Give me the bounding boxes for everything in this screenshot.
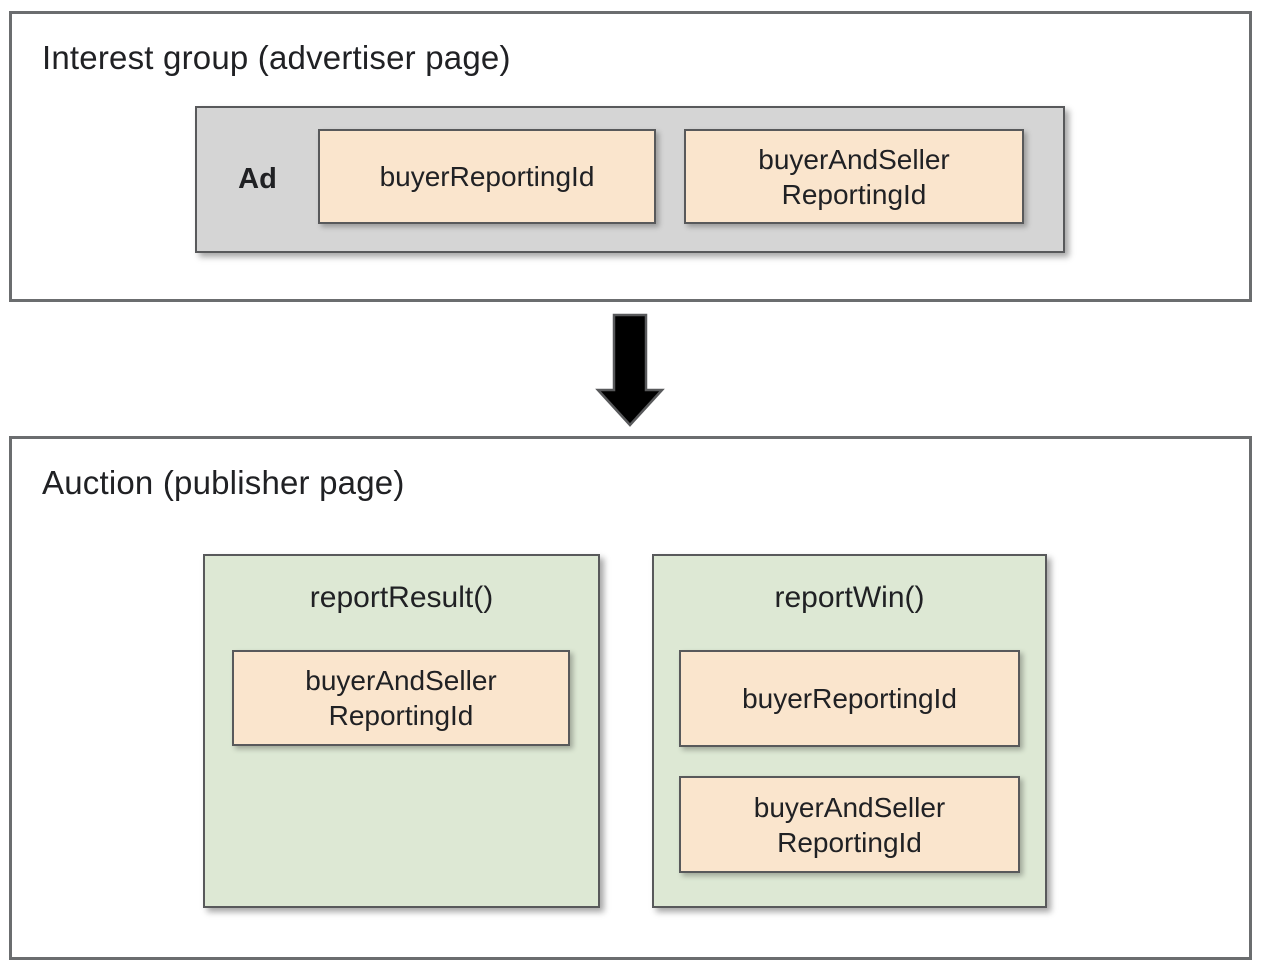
report-win-title: reportWin() <box>774 581 925 614</box>
report-result-title: reportResult() <box>309 581 494 614</box>
auction-title: Auction (publisher page) <box>42 464 405 501</box>
down-arrow-icon <box>595 313 665 427</box>
interest-group-section: Interest group (advertiser page) Ad buye… <box>9 11 1252 302</box>
report-win-buyer-reporting-id-field: buyerReportingId <box>679 650 1020 747</box>
interest-group-buyer-reporting-id-field: buyerReportingId <box>318 129 656 224</box>
ad-label: Ad <box>238 163 277 195</box>
report-win-box: reportWin() buyerReportingId buyerAndSel… <box>652 554 1047 908</box>
interest-group-title: Interest group (advertiser page) <box>42 39 511 76</box>
auction-section: Auction (publisher page) reportResult() … <box>9 436 1252 960</box>
